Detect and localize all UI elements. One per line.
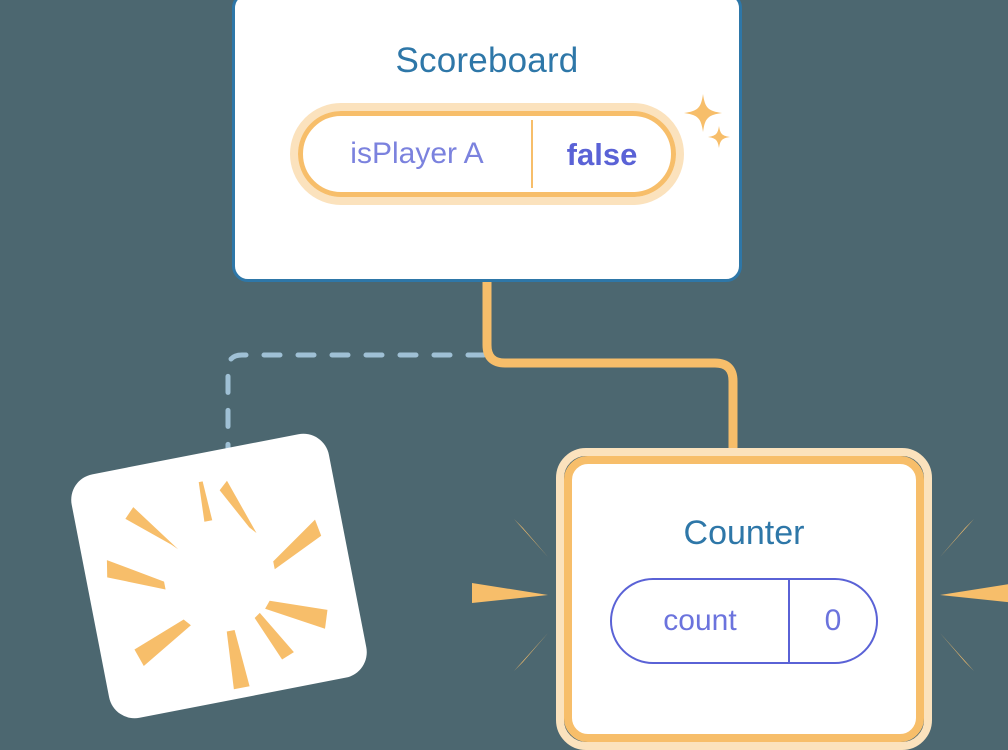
- burst-ray: [940, 633, 974, 671]
- counter-state-value: 0: [824, 604, 842, 637]
- burst-ray: [219, 480, 257, 534]
- burst-card[interactable]: [66, 429, 372, 723]
- burst-ray: [254, 612, 294, 660]
- scoreboard-state-key: isPlayer A: [350, 137, 484, 170]
- pill-divider: [788, 580, 790, 662]
- counter-rays-right: [940, 519, 1008, 671]
- burst-ray: [198, 481, 213, 522]
- burst-ray: [226, 630, 250, 690]
- counter-state-key: count: [663, 604, 737, 637]
- burst-ray: [472, 583, 548, 603]
- pill-divider: [531, 120, 533, 188]
- burst-ray: [940, 584, 1008, 603]
- orange-connector-path: [482, 278, 738, 462]
- counter-rays-left: [472, 519, 548, 671]
- scoreboard-state-value: false: [566, 136, 638, 172]
- burst-card-ray-group: [106, 480, 328, 690]
- burst-ray: [940, 519, 974, 557]
- burst-ray: [514, 519, 548, 557]
- burst-ray: [106, 560, 166, 590]
- burst-ray: [125, 507, 179, 550]
- scoreboard-state-pill[interactable]: isPlayer A false: [290, 103, 684, 205]
- counter-card-body: Counter count 0: [564, 456, 924, 742]
- scoreboard-pill-body: isPlayer A false: [298, 111, 676, 197]
- counter-title: Counter: [683, 514, 805, 552]
- scoreboard-card[interactable]: Scoreboard isPlayer A false: [232, 0, 742, 282]
- burst-ray: [273, 519, 322, 570]
- counter-card[interactable]: Counter count 0: [556, 448, 932, 750]
- counter-state-pill[interactable]: count 0: [610, 578, 878, 664]
- burst-ray: [134, 619, 191, 667]
- burst-ray: [265, 600, 328, 629]
- scoreboard-title: Scoreboard: [395, 41, 579, 80]
- burst-ray: [514, 633, 548, 671]
